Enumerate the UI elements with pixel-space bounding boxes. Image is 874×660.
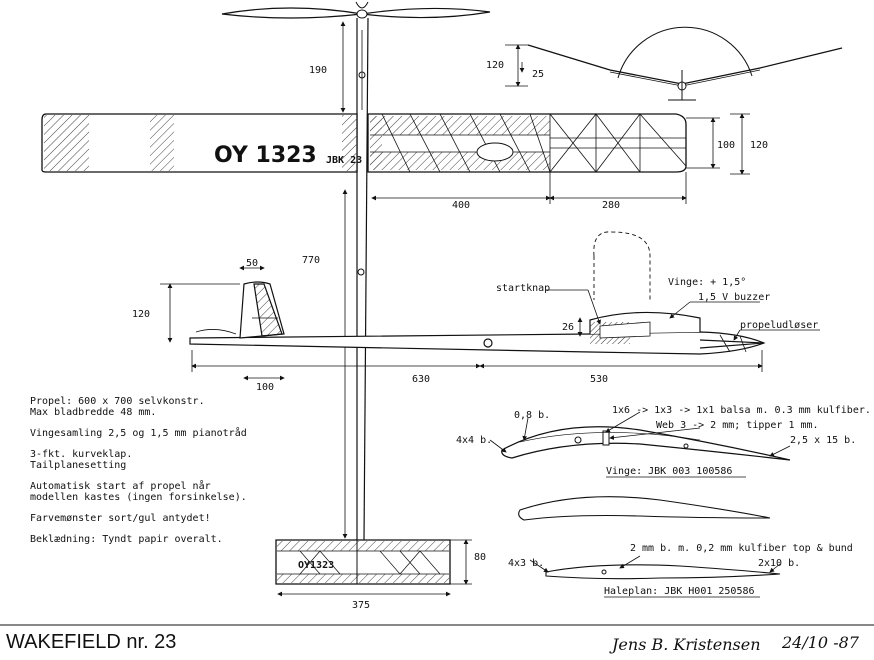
note-line: Tailplanesetting bbox=[30, 460, 126, 471]
label-propeludloser: propeludløser bbox=[740, 320, 818, 331]
dim-dihedral-rise: 120 bbox=[486, 60, 504, 71]
dim-fin-height: 120 bbox=[132, 309, 150, 320]
tail-section-caption: Haleplan: JBK H001 250586 bbox=[604, 586, 755, 597]
note-line: Beklædning: Tyndt papir overalt. bbox=[30, 534, 223, 545]
note-line: 3-fkt. kurveklap. bbox=[30, 449, 132, 460]
fuselage-side bbox=[189, 231, 766, 355]
label-startknap: startknap bbox=[496, 283, 550, 294]
wing-registration: OY 1323 bbox=[214, 143, 317, 168]
wing-trailing-edge: 2,5 x 15 b. bbox=[790, 435, 856, 446]
wing-leading-edge: 0,8 b. bbox=[514, 410, 550, 421]
fuselage-plan bbox=[356, 17, 369, 541]
fin-side bbox=[239, 281, 285, 339]
note-line: Farvemønster sort/gul antydet! bbox=[30, 513, 211, 524]
dim-wing-tip: 280 bbox=[602, 200, 620, 211]
dim-fin-base: 100 bbox=[256, 382, 274, 393]
wing-section-caption: Vinge: JBK 003 100586 bbox=[606, 466, 732, 477]
note-line: modellen kastes (ingen forsinkelse). bbox=[30, 492, 247, 503]
dim-wing-panel: 400 bbox=[452, 200, 470, 211]
designer-signature: Jens B. Kristensen bbox=[609, 635, 761, 654]
dim-fuselage-length: 770 bbox=[302, 255, 320, 266]
wing-spar-note: 1x6 -> 1x3 -> 1x1 balsa m. 0.3 mm kulfib… bbox=[612, 405, 871, 416]
dim-rear-fuselage: 630 bbox=[412, 374, 430, 385]
dim-fin-top: 50 bbox=[246, 258, 258, 269]
wing-plan bbox=[41, 113, 687, 173]
wing-le-spar: 4x4 b. bbox=[456, 435, 492, 446]
stab-dimension-lines bbox=[277, 539, 472, 597]
wing-initials: JBK 23 bbox=[326, 155, 362, 166]
note-line: Propel: 600 x 700 selvkonstr. bbox=[30, 396, 205, 407]
drawing-title: WAKEFIELD nr. 23 bbox=[6, 631, 176, 653]
stab-registration: OY1323 bbox=[298, 560, 334, 571]
wing-section bbox=[489, 411, 791, 521]
note-line: Vingesamling 2,5 og 1,5 mm pianotråd bbox=[30, 426, 247, 439]
dim-stab-span: 375 bbox=[352, 600, 370, 611]
dim-front-fuselage: 530 bbox=[590, 374, 608, 385]
dim-dihedral-tip: 25 bbox=[532, 69, 544, 80]
front-view-dihedral bbox=[505, 26, 843, 101]
label-buzzer: 1,5 V buzzer bbox=[698, 292, 770, 303]
tail-section bbox=[529, 555, 781, 580]
plan-dimension-lines bbox=[340, 21, 750, 204]
notes-block: Propel: 600 x 700 selvkonstr. Max bladbr… bbox=[30, 396, 247, 545]
side-dimension-lines bbox=[160, 265, 820, 381]
dim-wing-chord-inner: 100 bbox=[717, 140, 735, 151]
note-line: Automatisk start af propel når bbox=[30, 479, 211, 492]
label-vinge-angle: Vinge: + 1,5° bbox=[668, 277, 746, 288]
dim-wing-chord-outer: 120 bbox=[750, 140, 768, 151]
tail-te: 2x10 b. bbox=[758, 558, 800, 569]
dim-prop-to-wing: 190 bbox=[309, 65, 327, 76]
tail-le: 4x3 b. bbox=[508, 558, 544, 569]
propeller-plan bbox=[221, 1, 491, 19]
wing-web-note: Web 3 -> 2 mm; tipper 1 mm. bbox=[656, 420, 819, 431]
drawing-date: 24/10 -87 bbox=[781, 633, 860, 652]
tail-spar-note: 2 mm b. m. 0,2 mm kulfiber top & bund bbox=[630, 543, 853, 554]
note-line: Max bladbredde 48 mm. bbox=[30, 407, 156, 418]
dim-stab-chord: 80 bbox=[474, 552, 486, 563]
dim-pod-height: 26 bbox=[562, 322, 574, 333]
